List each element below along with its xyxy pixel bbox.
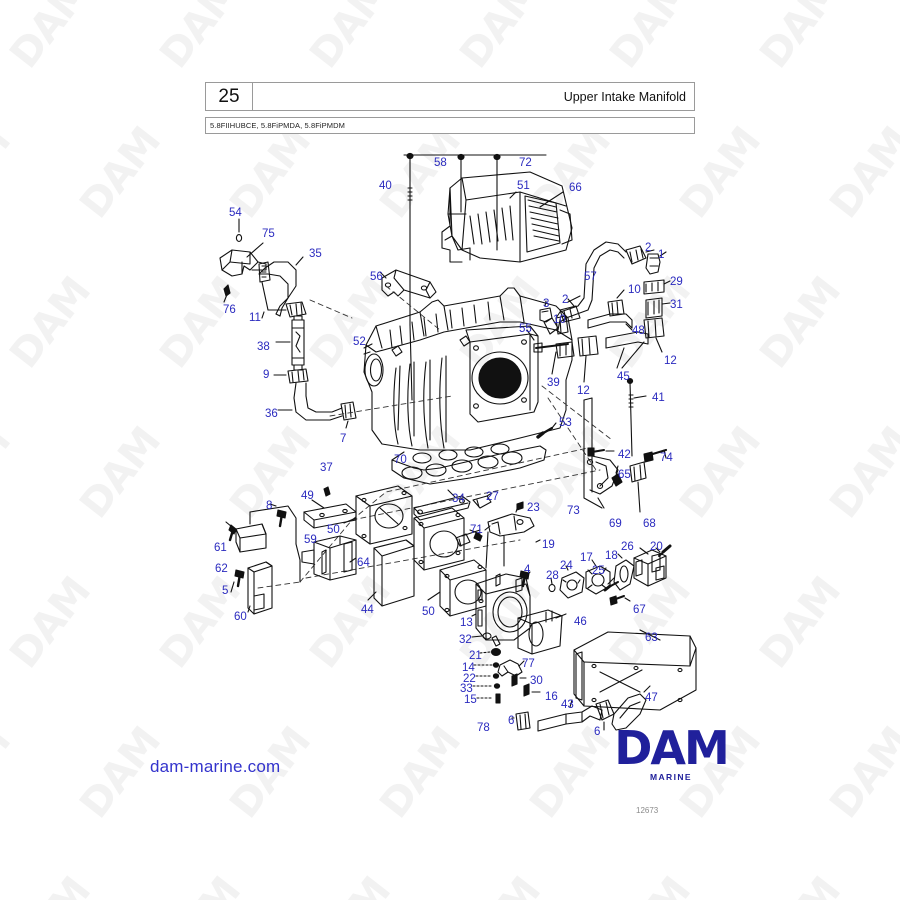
callout-68: 68 xyxy=(643,518,656,530)
callout-9: 9 xyxy=(263,369,270,381)
callout-43: 43 xyxy=(561,699,574,711)
callout-14: 14 xyxy=(462,662,475,674)
callout-34: 34 xyxy=(452,493,465,505)
callout-47: 47 xyxy=(645,692,658,704)
callout-76: 76 xyxy=(223,304,236,316)
site-url-text: dam-marine.com xyxy=(150,757,281,776)
callout-18: 18 xyxy=(605,550,618,562)
callout-4: 4 xyxy=(524,564,531,576)
callout-51: 51 xyxy=(517,180,530,192)
callout-42: 42 xyxy=(618,449,631,461)
callout-72: 72 xyxy=(519,157,532,169)
callout-62: 62 xyxy=(215,563,228,575)
callout-10: 10 xyxy=(628,284,641,296)
callout-77: 77 xyxy=(522,658,535,670)
callout-61: 61 xyxy=(214,542,227,554)
callout-55: 55 xyxy=(519,323,532,335)
callout-17: 17 xyxy=(580,552,593,564)
callout-26: 26 xyxy=(621,541,634,553)
callout-74: 74 xyxy=(660,452,673,464)
callout-7: 7 xyxy=(340,433,347,445)
callout-56: 56 xyxy=(370,271,383,283)
callout-3: 3 xyxy=(543,298,550,310)
callout-39: 39 xyxy=(547,377,560,389)
callout-16: 16 xyxy=(545,691,558,703)
callout-28: 28 xyxy=(546,570,559,582)
callout-50: 50 xyxy=(327,524,340,536)
callout-41: 41 xyxy=(652,392,665,404)
model-subtitle: 5.8FIIHUBCE, 5.8FiPMDA, 5.8FiPMDM xyxy=(205,117,695,134)
callout-49: 49 xyxy=(301,490,314,502)
dam-marine-logo: DAM MARINE xyxy=(596,721,746,782)
callout-71: 71 xyxy=(470,524,483,536)
callout-6: 6 xyxy=(508,715,515,727)
title-bar: 25 Upper Intake Manifold xyxy=(205,82,695,111)
callout-2: 2 xyxy=(645,242,652,254)
callout-70: 70 xyxy=(394,454,407,466)
callout-54: 54 xyxy=(229,207,242,219)
page-title: Upper Intake Manifold xyxy=(563,89,686,104)
logo-wordmark: DAM xyxy=(614,721,730,775)
callout-21: 21 xyxy=(469,650,482,662)
callout-65: 65 xyxy=(618,469,631,481)
callout-63: 63 xyxy=(645,632,658,644)
callout-38: 38 xyxy=(257,341,270,353)
callout-12: 12 xyxy=(577,385,590,397)
callout-50: 50 xyxy=(422,606,435,618)
callout-46: 46 xyxy=(574,616,587,628)
callout-37: 37 xyxy=(320,462,333,474)
callout-6: 6 xyxy=(594,726,601,738)
callout-59: 59 xyxy=(304,534,317,546)
logo-subtext: MARINE xyxy=(650,771,692,782)
callout-58: 58 xyxy=(434,157,447,169)
callout-25: 25 xyxy=(592,565,605,577)
callout-29: 29 xyxy=(670,276,683,288)
callout-23: 23 xyxy=(527,502,540,514)
callout-15: 15 xyxy=(464,694,477,706)
callout-1: 1 xyxy=(658,249,665,261)
callout-75: 75 xyxy=(262,228,275,240)
callout-20: 20 xyxy=(650,541,663,553)
callout-53: 53 xyxy=(559,417,572,429)
callout-19: 19 xyxy=(542,539,555,551)
callout-32: 32 xyxy=(459,634,472,646)
callout-66: 66 xyxy=(569,182,582,194)
callout-24: 24 xyxy=(560,560,573,572)
callout-48: 48 xyxy=(632,325,645,337)
callout-33: 33 xyxy=(460,683,473,695)
callout-22: 22 xyxy=(463,673,476,685)
figure-code: 12673 xyxy=(636,806,659,815)
callout-5: 5 xyxy=(222,585,229,597)
callout-30: 30 xyxy=(530,675,543,687)
callout-44: 44 xyxy=(361,604,374,616)
callout-12: 12 xyxy=(664,355,677,367)
callout-8: 8 xyxy=(266,500,273,512)
callout-52: 52 xyxy=(353,336,366,348)
callout-10: 10 xyxy=(553,314,566,326)
callout-35: 35 xyxy=(309,248,322,260)
callout-31: 31 xyxy=(670,299,683,311)
callout-78: 78 xyxy=(477,722,490,734)
callout-2: 2 xyxy=(562,294,569,306)
callout-40: 40 xyxy=(379,180,392,192)
callout-11: 11 xyxy=(249,312,261,324)
page-header: 25 Upper Intake Manifold 5.8FIIHUBCE, 5.… xyxy=(205,82,695,134)
callout-64: 64 xyxy=(357,557,370,569)
callout-27: 27 xyxy=(486,491,499,503)
callout-57: 57 xyxy=(584,271,597,283)
callout-73: 73 xyxy=(567,505,580,517)
callout-13: 13 xyxy=(460,617,473,629)
callout-69: 69 xyxy=(609,518,622,530)
callout-60: 60 xyxy=(234,611,247,623)
callout-45: 45 xyxy=(617,371,630,383)
callout-36: 36 xyxy=(265,408,278,420)
page-number: 25 xyxy=(206,83,253,110)
callout-67: 67 xyxy=(633,604,646,616)
